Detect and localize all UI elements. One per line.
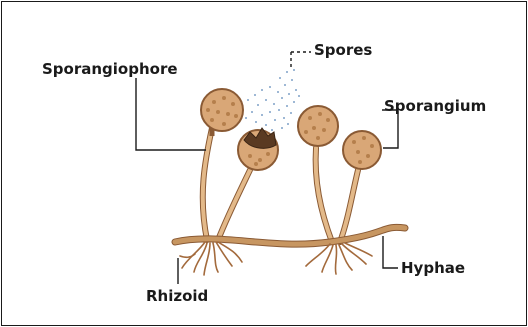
leader-sporangium [382, 110, 398, 148]
spore-cloud [245, 69, 300, 133]
label-sporangium: Sporangium [384, 97, 486, 115]
sporangia [201, 89, 381, 170]
sporangium-middle [298, 106, 338, 146]
leader-hyphae [383, 236, 398, 268]
label-spores: Spores [314, 41, 372, 59]
sporangium-left-top [201, 89, 243, 136]
leader-spores [291, 52, 311, 70]
label-hyphae: Hyphae [401, 259, 465, 277]
sporangium-burst [238, 128, 278, 170]
sporangium-right [343, 131, 381, 169]
label-sporangiophore: Sporangiophore [42, 60, 178, 78]
leader-sporangiophore [136, 78, 206, 150]
sporangiophore-stalks [203, 128, 358, 242]
hypha [175, 227, 405, 244]
label-rhizoid: Rhizoid [146, 287, 208, 305]
